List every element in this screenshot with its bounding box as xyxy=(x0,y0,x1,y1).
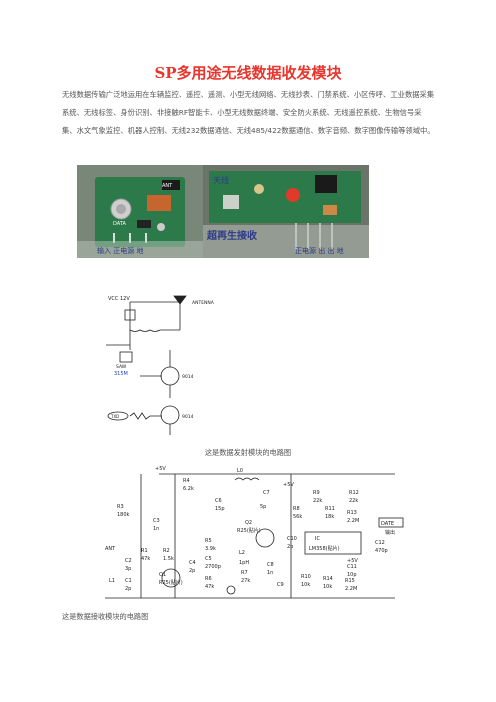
rx-c10: C10 xyxy=(287,536,297,542)
rx-r11-val: 18k xyxy=(325,514,334,520)
rx-q2: Q2 xyxy=(245,520,252,526)
rx-c4-val: 2p xyxy=(189,568,195,574)
rx-c11: C11 xyxy=(347,564,357,570)
rx-ic-val: LM358(贴片) xyxy=(309,545,340,552)
data-label: DATA xyxy=(113,221,126,227)
rx-c7-val: 5p xyxy=(260,504,266,510)
rx-r2: R2 xyxy=(163,548,170,554)
rx-c2-val: 3p xyxy=(125,566,131,572)
transmitter-schematic: VCC 12V ANTENNA SAW 315M 9014 TXD 9014 xyxy=(100,290,250,440)
rx-ant: ANT xyxy=(105,546,116,552)
ant-label: ANT xyxy=(162,183,173,189)
document-title: SP多用途无线数据收发模块 xyxy=(154,64,342,82)
tx-freq: 315M xyxy=(114,371,128,377)
receiver-title-label: 超再生接收 xyxy=(206,229,257,242)
rx-r9: R9 xyxy=(313,490,320,496)
rx-r9-val: 22k xyxy=(313,498,322,504)
rx-r14: R14 xyxy=(323,576,333,582)
tx-saw: SAW xyxy=(116,364,127,370)
tx-antenna: ANTENNA xyxy=(192,300,215,306)
rx-vcc-1: +5V xyxy=(155,466,166,472)
rx-r8-val: 56k xyxy=(293,514,302,520)
rx-l0: L0 xyxy=(237,468,243,474)
rx-c3: C3 xyxy=(153,518,160,524)
tx-txd: TXD xyxy=(110,414,119,419)
rx-q2-val: R25(贴片) xyxy=(237,527,261,534)
rx-r12: R12 xyxy=(349,490,359,496)
rx-c8-val: 1n xyxy=(267,570,273,576)
receiver-module-photo: 天线 超再生接收 正电源 出 出 地 xyxy=(203,165,369,258)
rx-r5-val: 3.9k xyxy=(205,546,216,552)
rx-r8: R8 xyxy=(293,506,300,512)
transmitter-module-photo: ANT DATA 输入 正电源 地 xyxy=(77,165,203,258)
pin-note: 输入 正电源 地 xyxy=(97,246,143,255)
rx-r3-val: 180k xyxy=(117,512,130,518)
rx-r14-val: 10k xyxy=(323,584,332,590)
rx-r1-val: 47k xyxy=(141,556,150,562)
rx-r1: R1 xyxy=(141,548,148,554)
rx-r3: R3 xyxy=(117,504,124,510)
receiver-schematic: +5V R4 6.2k L0 C7 5p +5V R9 22k R12 22k … xyxy=(105,460,405,605)
tx-q3-label: 9014 xyxy=(182,414,194,420)
rx-r6-val: 47k xyxy=(205,584,214,590)
intro-paragraph: 无线数据传输广泛地运用在车辆监控、遥控、遥测、小型无线网络、无线抄表、门禁系统、… xyxy=(62,90,435,135)
rx-r4-val: 6.2k xyxy=(183,486,194,492)
rx-c6: C6 xyxy=(215,498,222,504)
tx-caption: 这是数据发射模块的电路图 xyxy=(204,448,292,457)
rx-c10-val: 2p xyxy=(287,544,293,550)
receiver-pin-note: 正电源 出 出 地 xyxy=(295,246,344,255)
rx-r4: R4 xyxy=(183,478,190,484)
rx-r13: R13 xyxy=(347,510,357,516)
rx-c3-val: 1n xyxy=(153,526,159,532)
rx-l2-val: 1pH xyxy=(239,560,249,566)
rx-c11-val: 10p xyxy=(347,572,357,578)
rx-c8: C8 xyxy=(267,562,274,568)
rx-r2-val: 1.5k xyxy=(163,556,174,562)
tx-vcc: VCC 12V xyxy=(108,296,130,302)
rx-r12-val: 22k xyxy=(349,498,358,504)
rx-vcc-2: +5V xyxy=(283,482,294,488)
rx-caption: 这是数据接收模块的电路图 xyxy=(62,612,149,621)
rx-l1: L1 xyxy=(109,578,115,584)
rx-r11: R11 xyxy=(325,506,335,512)
rx-vcc-3: +5V xyxy=(347,558,358,564)
rx-c5-val: 2700p xyxy=(205,564,221,570)
rx-date: DATE xyxy=(381,521,394,527)
rx-r10: R10 xyxy=(301,574,311,580)
rx-c12-val: 470p xyxy=(375,548,388,554)
rx-r7-val: 27k xyxy=(241,578,250,584)
rx-r15-val: 2.2M xyxy=(345,586,357,592)
rx-r7: R7 xyxy=(241,570,248,576)
rx-c5: C5 xyxy=(205,556,212,562)
rx-r6: R6 xyxy=(205,576,212,582)
rx-l2: L2 xyxy=(239,550,245,556)
rx-r15: R15 xyxy=(345,578,355,584)
antenna-label: 天线 xyxy=(213,175,229,185)
rx-c2: C2 xyxy=(125,558,132,564)
rx-c12: C12 xyxy=(375,540,385,546)
rx-r13-val: 2.2M xyxy=(347,518,359,524)
tx-q-label: 9014 xyxy=(182,374,194,380)
rx-out: 输出 xyxy=(385,529,395,536)
rx-c7: C7 xyxy=(263,490,270,496)
rx-c9: C9 xyxy=(277,582,284,588)
rx-q1-val: R25(贴片) xyxy=(159,579,183,586)
rx-c6-val: 15p xyxy=(215,506,225,512)
rx-r5: R5 xyxy=(205,538,212,544)
rx-ic: IC xyxy=(315,536,320,542)
rx-r10-val: 10k xyxy=(301,582,310,588)
rx-c4: C4 xyxy=(189,560,196,566)
rx-c1: C1 xyxy=(125,578,132,584)
rx-c1-val: 2p xyxy=(125,586,131,592)
